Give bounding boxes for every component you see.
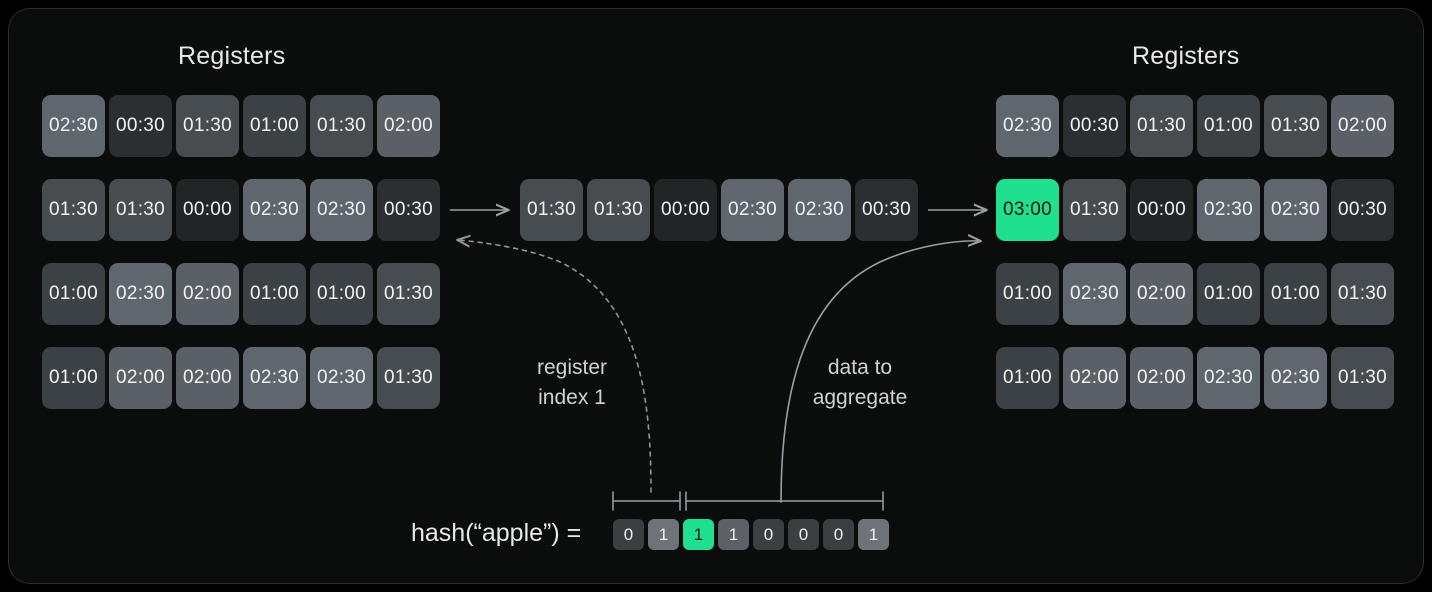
- register-row: 01:00 02:00 02:00 02:30 02:30 01:30: [42, 347, 440, 409]
- register-cell[interactable]: 02:30: [1264, 347, 1327, 409]
- register-cell-highlighted[interactable]: 03:00: [996, 179, 1059, 241]
- hash-bit-row: 0 1 1 1 0 0 0 1: [613, 519, 889, 550]
- register-row: 02:30 00:30 01:30 01:00 01:30 02:00: [42, 95, 440, 157]
- register-cell[interactable]: 01:30: [1331, 347, 1394, 409]
- hash-bit[interactable]: 0: [613, 519, 644, 550]
- hash-bit[interactable]: 0: [788, 519, 819, 550]
- register-row: 02:30 00:30 01:30 01:00 01:30 02:00: [996, 95, 1394, 157]
- register-cell[interactable]: 01:00: [42, 347, 105, 409]
- left-panel-title: Registers: [178, 42, 286, 70]
- register-cell[interactable]: 01:00: [243, 263, 306, 325]
- register-cell[interactable]: 02:30: [243, 347, 306, 409]
- register-cell[interactable]: 00:00: [1130, 179, 1193, 241]
- register-cell[interactable]: 01:30: [1331, 263, 1394, 325]
- hash-bit-highlighted[interactable]: 1: [683, 519, 714, 550]
- register-cell[interactable]: 01:30: [587, 179, 650, 241]
- hash-bit[interactable]: 1: [858, 519, 889, 550]
- register-cell[interactable]: 00:00: [176, 179, 239, 241]
- register-cell[interactable]: 02:00: [1130, 347, 1193, 409]
- register-cell[interactable]: 01:00: [42, 263, 105, 325]
- register-cell[interactable]: 02:00: [1063, 347, 1126, 409]
- register-cell[interactable]: 01:00: [996, 263, 1059, 325]
- register-cell[interactable]: 00:30: [1063, 95, 1126, 157]
- register-cell[interactable]: 01:30: [109, 179, 172, 241]
- register-cell[interactable]: 01:30: [1130, 95, 1193, 157]
- register-cell[interactable]: 01:30: [377, 263, 440, 325]
- register-row: 01:00 02:30 02:00 01:00 01:00 01:30: [42, 263, 440, 325]
- hash-expression-label: hash(“apple”) =: [411, 519, 582, 547]
- register-cell[interactable]: 01:30: [520, 179, 583, 241]
- register-cell[interactable]: 01:00: [1264, 263, 1327, 325]
- register-cell[interactable]: 02:30: [1264, 179, 1327, 241]
- data-to-aggregate-label: data to aggregate: [812, 356, 908, 409]
- register-cell[interactable]: 02:30: [310, 179, 373, 241]
- register-cell[interactable]: 02:30: [996, 95, 1059, 157]
- register-cell[interactable]: 01:00: [243, 95, 306, 157]
- register-cell[interactable]: 00:00: [654, 179, 717, 241]
- register-cell[interactable]: 02:30: [109, 263, 172, 325]
- extracted-register-row: 01:30 01:30 00:00 02:30 02:30 00:30: [520, 179, 918, 241]
- register-row: 01:30 01:30 00:00 02:30 02:30 00:30: [42, 179, 440, 241]
- register-cell[interactable]: 01:30: [176, 95, 239, 157]
- register-cell[interactable]: 01:00: [996, 347, 1059, 409]
- register-cell[interactable]: 02:30: [788, 179, 851, 241]
- register-cell[interactable]: 01:00: [1197, 263, 1260, 325]
- register-cell[interactable]: 02:00: [377, 95, 440, 157]
- register-cell[interactable]: 00:30: [377, 179, 440, 241]
- register-cell[interactable]: 02:00: [1130, 263, 1193, 325]
- right-panel-title: Registers: [1132, 42, 1240, 70]
- register-row: 01:00 02:00 02:00 02:30 02:30 01:30: [996, 347, 1394, 409]
- register-cell[interactable]: 01:30: [377, 347, 440, 409]
- register-cell[interactable]: 01:30: [1063, 179, 1126, 241]
- register-cell[interactable]: 02:30: [243, 179, 306, 241]
- register-cell[interactable]: 01:00: [310, 263, 373, 325]
- register-cell[interactable]: 02:30: [1197, 347, 1260, 409]
- register-cell[interactable]: 01:30: [1264, 95, 1327, 157]
- register-cell[interactable]: 02:30: [42, 95, 105, 157]
- register-index-label: register index 1: [536, 356, 608, 409]
- register-row: 01:00 02:30 02:00 01:00 01:00 01:30: [996, 263, 1394, 325]
- register-cell[interactable]: 02:00: [109, 347, 172, 409]
- register-cell[interactable]: 02:00: [176, 263, 239, 325]
- register-cell[interactable]: 01:30: [310, 95, 373, 157]
- register-cell[interactable]: 02:30: [1063, 263, 1126, 325]
- register-cell[interactable]: 00:30: [855, 179, 918, 241]
- register-cell[interactable]: 00:30: [1331, 179, 1394, 241]
- register-cell[interactable]: 01:00: [1197, 95, 1260, 157]
- register-cell[interactable]: 02:30: [310, 347, 373, 409]
- register-cell[interactable]: 02:00: [176, 347, 239, 409]
- hash-bit[interactable]: 0: [753, 519, 784, 550]
- register-cell[interactable]: 01:30: [42, 179, 105, 241]
- hash-bit[interactable]: 1: [718, 519, 749, 550]
- register-cell[interactable]: 02:30: [1197, 179, 1260, 241]
- register-cell[interactable]: 02:00: [1331, 95, 1394, 157]
- hash-bit[interactable]: 1: [648, 519, 679, 550]
- hash-bit[interactable]: 0: [823, 519, 854, 550]
- register-row: 03:00 01:30 00:00 02:30 02:30 00:30: [996, 179, 1394, 241]
- register-cell[interactable]: 00:30: [109, 95, 172, 157]
- register-cell[interactable]: 02:30: [721, 179, 784, 241]
